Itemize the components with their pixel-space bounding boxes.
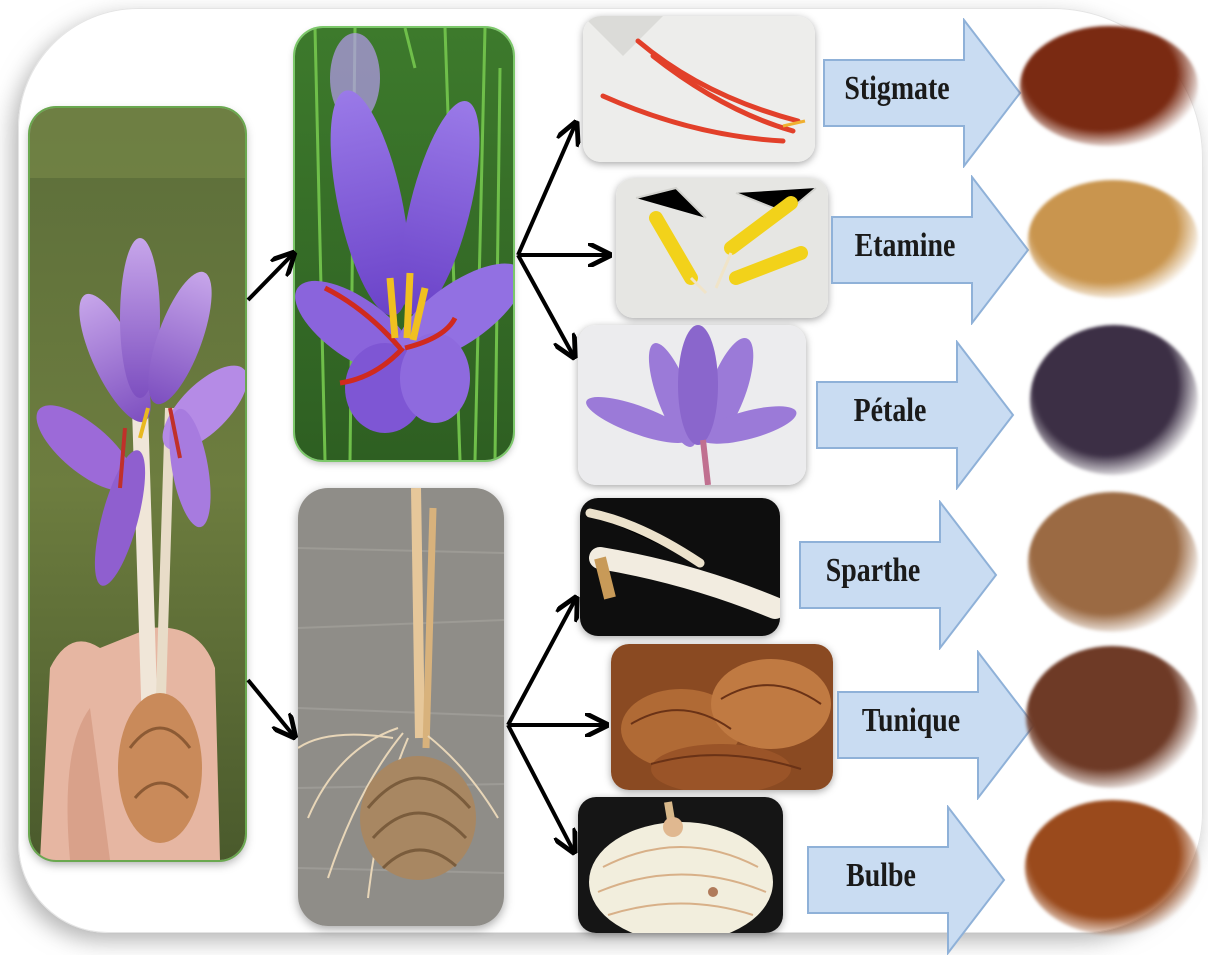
- stigma-photo: [583, 16, 815, 162]
- stigmate-powder: [1020, 26, 1198, 146]
- stamen-photo: [616, 178, 828, 318]
- spathe-photo: [580, 498, 780, 636]
- tunique-powder: [1026, 646, 1198, 788]
- petale-label-arrow: Pétale: [815, 340, 1015, 490]
- stigmate-label: Stigmate: [836, 70, 959, 108]
- petale-powder: [1030, 325, 1198, 475]
- etamine-powder: [1028, 180, 1198, 298]
- etamine-label-arrow: Etamine: [830, 175, 1030, 325]
- tunique-label: Tunique: [850, 702, 973, 740]
- tunic-photo: [611, 644, 833, 790]
- sparthe-label: Sparthe: [812, 552, 935, 590]
- saffron-plant-photo: [30, 108, 245, 860]
- etamine-label: Etamine: [844, 227, 967, 265]
- tunique-label-arrow: Tunique: [836, 650, 1036, 800]
- bulbe-powder: [1025, 800, 1200, 935]
- petal-photo: [578, 325, 806, 485]
- corm-photo: [578, 797, 783, 933]
- bulbe-label-arrow: Bulbe: [806, 805, 1006, 955]
- sparthe-label-arrow: Sparthe: [798, 500, 998, 650]
- stigmate-label-arrow: Stigmate: [822, 18, 1022, 168]
- petale-label: Pétale: [829, 392, 952, 430]
- saffron-flower-photo: [295, 28, 513, 460]
- bulbe-label: Bulbe: [820, 857, 943, 895]
- saffron-corm-photo: [298, 488, 504, 926]
- sparthe-powder: [1028, 492, 1198, 632]
